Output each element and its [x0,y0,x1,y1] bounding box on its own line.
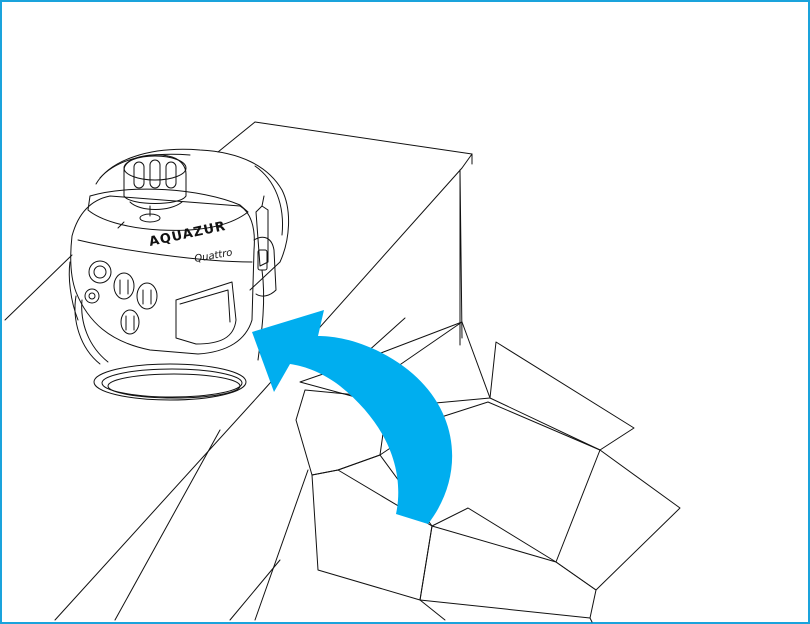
table-outline [4,121,473,621]
brand-label: AQUAZUR [148,219,228,250]
model-label: Quattro [194,247,234,265]
dental-unit-device [68,148,290,401]
lift-arrow [252,310,453,524]
